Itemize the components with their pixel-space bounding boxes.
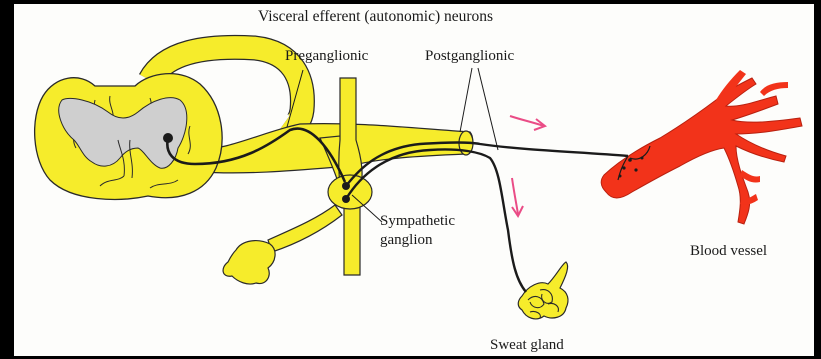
preganglionic-label: Preganglionic [285,48,368,65]
arrow-to-vessel [510,116,545,130]
postganglionic-label: Postganglionic [425,48,514,65]
visceral-branch [268,205,342,252]
diagram-title: Visceral efferent (autonomic) neurons [258,8,493,25]
arrow-to-gland [512,178,523,216]
postganglionic-leader-1 [460,68,472,132]
ganglion-label: ganglion [380,232,433,249]
sympathetic-label: Sympathetic [380,213,455,230]
visceral-organ-blob [223,241,275,284]
blood-vessel [601,78,802,224]
blood-vessel-label: Blood vessel [690,243,767,260]
postganglionic-leader-2 [478,68,498,150]
vessel-twig-1 [760,82,788,96]
sweat-gland-label: Sweat gland [490,337,564,354]
